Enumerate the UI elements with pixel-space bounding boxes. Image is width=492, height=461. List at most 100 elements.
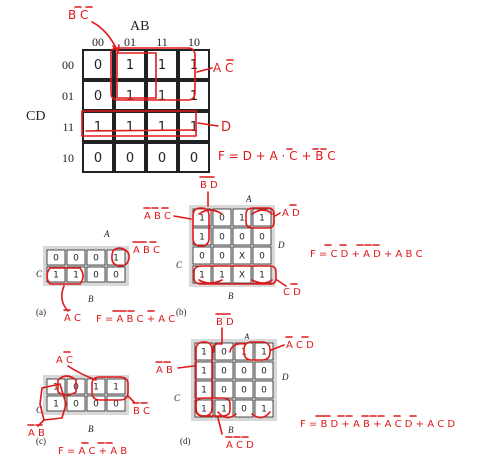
c-cell-value: 1	[53, 400, 59, 410]
main-ann-ac: A C	[213, 61, 233, 75]
main-cell-value: 1	[158, 120, 166, 135]
group-d-loop	[81, 110, 197, 137]
b-ann-bd: B D	[200, 180, 218, 191]
d-ann-acd-top: A C D	[286, 340, 314, 351]
d-cell-value: 0	[221, 386, 227, 396]
c-cell	[106, 378, 126, 395]
d-cell-value: 0	[221, 367, 227, 377]
a-cell	[86, 249, 106, 266]
a-cell	[66, 266, 86, 283]
main-cell-value: 1	[190, 58, 198, 73]
d-ann-acd-bottom: A C D	[226, 440, 254, 451]
a-ann-abc: A B C	[133, 245, 160, 256]
d-arrow-acd-bottom	[217, 417, 223, 435]
b-arrow-abc	[173, 215, 192, 220]
d-cell-value: 0	[261, 386, 267, 396]
b-cell-value: 1	[199, 271, 205, 281]
b-cell-value: 0	[219, 252, 225, 262]
main-col-header: 10	[188, 35, 200, 49]
c-ann-ac: A C	[56, 355, 73, 366]
d-cell-value: 1	[201, 405, 207, 415]
b-cell-value: 1	[259, 271, 265, 281]
d-cell-value: 1	[261, 405, 267, 415]
d-cell-value: 1	[201, 367, 207, 377]
b-cell-value: 0	[259, 233, 265, 243]
main-cell-value: 1	[126, 89, 134, 104]
d-cell-value: 0	[241, 367, 247, 377]
main-row-header: 01	[62, 89, 74, 103]
b-arrow-ad	[274, 212, 281, 217]
b-cell-value: 1	[199, 233, 205, 243]
d-cell	[194, 342, 214, 361]
d-cell	[194, 399, 214, 418]
b-cell	[232, 227, 252, 246]
c-arrow-ac	[67, 365, 97, 381]
b-cell	[192, 246, 212, 265]
main-arrow-bc	[91, 21, 119, 53]
c-cell	[46, 395, 66, 412]
d-cell-value: 0	[241, 405, 247, 415]
a-cell-value: 1	[73, 271, 79, 281]
b-ann-abc: A B C	[144, 211, 171, 222]
main-cell	[146, 80, 178, 111]
b-cell-value: 0	[199, 252, 205, 262]
d-arrow-acd-top	[270, 344, 285, 351]
d-cell	[194, 361, 214, 380]
c-caption: (c)	[36, 436, 46, 446]
main-cell-value: 1	[158, 58, 166, 73]
c-label-c: C	[36, 405, 43, 415]
b-loop-ad	[245, 207, 275, 229]
b-cell-value: 1	[219, 271, 225, 281]
c-cell-value: 1	[93, 383, 99, 393]
group-d-underline	[85, 129, 195, 132]
a-label-c: C	[36, 269, 43, 279]
main-col-header: 01	[124, 35, 136, 49]
b-cell	[252, 246, 272, 265]
d-cell	[214, 361, 234, 380]
b-cell	[212, 227, 232, 246]
main-cell-value: 0	[190, 151, 198, 166]
c-loop-bc	[91, 376, 129, 401]
b-cell	[212, 246, 232, 265]
a-loop-abc	[111, 247, 130, 267]
c-cell	[66, 395, 86, 412]
main-arrow-ac	[196, 67, 213, 73]
d-cell-value: 0	[241, 386, 247, 396]
a-label-b: B	[88, 294, 94, 304]
b-cell-value: 1	[199, 214, 205, 224]
a-equation: F = A B C + A C	[96, 314, 175, 325]
d-loop-bd-top	[212, 342, 247, 353]
b-cell	[252, 208, 272, 227]
main-cell	[146, 49, 178, 80]
a-grid	[43, 246, 129, 286]
group-bc-loop	[116, 52, 157, 99]
main-cell-value: 0	[126, 151, 134, 166]
main-cell	[82, 142, 114, 173]
b-cell	[232, 246, 252, 265]
c-arrow-ab	[37, 419, 45, 427]
main-arrow-d	[197, 122, 219, 127]
main-grid	[82, 49, 210, 173]
b-grid	[189, 205, 275, 287]
a-loop-ac	[46, 267, 84, 285]
a-cell-value: 0	[113, 271, 119, 281]
main-col-header: 00	[92, 35, 104, 49]
main-cell-value: 0	[94, 151, 102, 166]
b-cell-value: 0	[219, 233, 225, 243]
main-cell-value: 0	[94, 89, 102, 104]
c-loop-ab	[39, 383, 67, 421]
b-caption: (b)	[176, 307, 187, 317]
b-cell-value: X	[239, 252, 245, 262]
d-arrow-ab	[177, 365, 195, 369]
a-cell	[46, 249, 66, 266]
d-label-a: A	[243, 332, 250, 342]
b-label-c: C	[176, 260, 183, 270]
a-cell-value: 0	[93, 254, 99, 264]
main-cell-value: 1	[190, 120, 198, 135]
